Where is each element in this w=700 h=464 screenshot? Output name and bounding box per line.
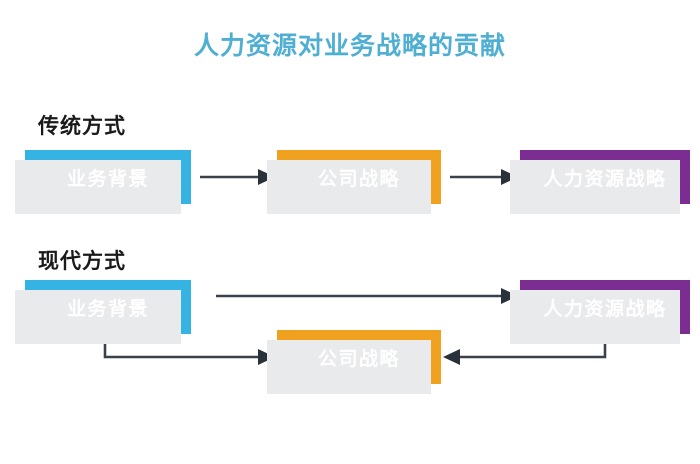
node-business-context-traditional[interactable]: 业务背景 <box>15 150 191 214</box>
node-company-strategy-traditional[interactable]: 公司战略 <box>267 150 441 214</box>
arrow-traditional-context-to-strategy <box>200 169 275 185</box>
node-hr-strategy-traditional[interactable]: 人力资源战略 <box>510 150 690 214</box>
section-label-modern: 现代方式 <box>38 250 126 273</box>
arrow-traditional-strategy-to-hr <box>450 169 518 185</box>
node-hr-strategy-modern[interactable]: 人力资源战略 <box>510 280 690 344</box>
page-title: 人力资源对业务战略的贡献 <box>193 32 506 60</box>
node-company-strategy-modern[interactable]: 公司战略 <box>267 330 441 394</box>
section-label-traditional: 传统方式 <box>38 115 126 138</box>
arrow-modern-context-to-hr <box>216 288 518 304</box>
node-business-context-modern[interactable]: 业务背景 <box>15 280 191 344</box>
